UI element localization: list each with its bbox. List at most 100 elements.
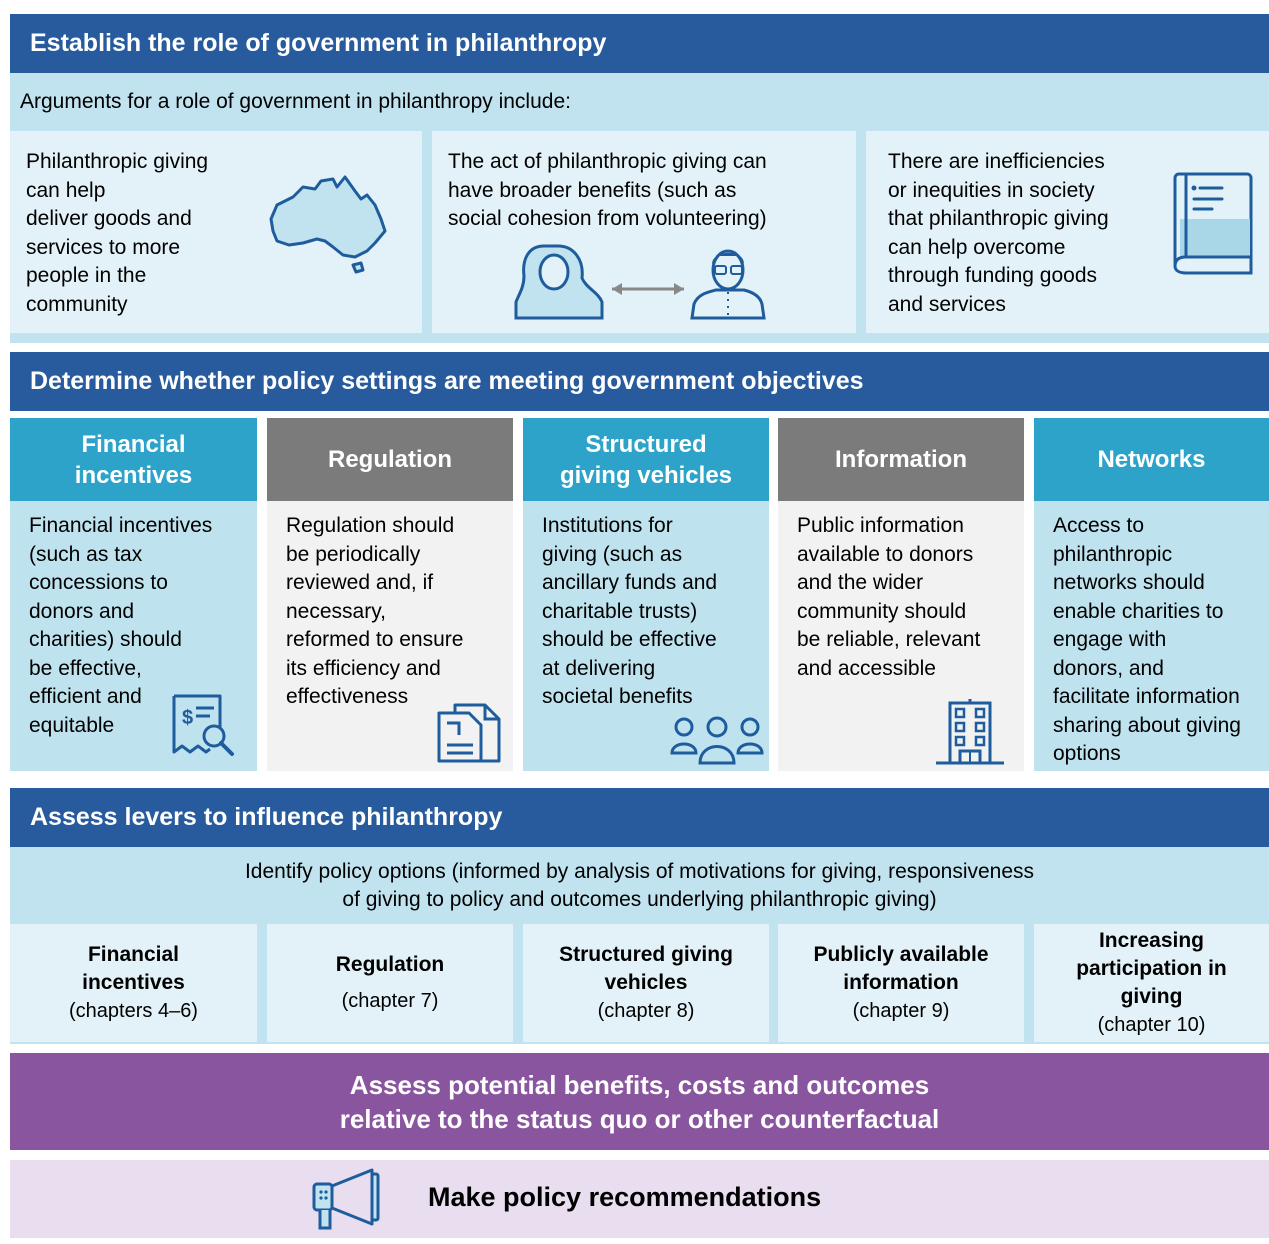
text-line: charities) should xyxy=(29,628,182,651)
recommendations-band: Make policy recommendations xyxy=(10,1160,1269,1238)
argument-card-text: The act of philanthropic giving can have… xyxy=(448,148,767,234)
argument-card-inefficiencies: There are inefficiencies or inequities i… xyxy=(866,131,1269,333)
megaphone-icon xyxy=(312,1168,380,1230)
column-body-structured-giving-vehicles: Institutions for giving (such as ancilla… xyxy=(523,501,769,771)
text-line: Regulation should xyxy=(286,514,455,537)
lever-title-line: Financial xyxy=(87,943,180,966)
assess-line: Assess potential benefits, costs and out… xyxy=(349,1069,930,1100)
column-body-text: Public information available to donors a… xyxy=(797,512,980,683)
text-line: can help xyxy=(26,178,106,202)
section1-header: Establish the role of government in phil… xyxy=(10,14,1269,73)
header-line: Information xyxy=(835,446,967,473)
column-body-text: Institutions for giving (such as ancilla… xyxy=(542,512,717,712)
argument-card-text: Philanthropic giving can help deliver go… xyxy=(26,148,208,319)
group-icon xyxy=(670,716,764,765)
text-line: The act of philanthropic giving can xyxy=(448,150,767,173)
svg-text:$: $ xyxy=(182,707,193,729)
column-body-financial-incentives: Financial incentives (such as tax conces… xyxy=(10,501,257,771)
column-header-regulation: Regulation xyxy=(267,418,513,501)
lever-regulation: Regulation (chapter 7) xyxy=(267,924,513,1042)
header-line: Regulation xyxy=(328,446,452,473)
lever-chapter: (chapter 9) xyxy=(852,1000,950,1022)
lever-title-line: incentives xyxy=(82,971,185,994)
text-line: facilitate information xyxy=(1053,685,1240,708)
text-line: services to more xyxy=(26,235,181,259)
lever-title-line: information xyxy=(843,971,959,994)
lever-chapter: (chapter 10) xyxy=(1097,1014,1206,1036)
text-line: (such as tax xyxy=(29,542,143,566)
argument-card-broader-benefits: The act of philanthropic giving can have… xyxy=(432,131,856,333)
text-line: Identify policy options (informed by ana… xyxy=(244,860,1035,883)
section3-intro-band: Identify policy options (informed by ana… xyxy=(10,847,1269,924)
text-line: community should xyxy=(797,599,967,623)
header-line: Financial xyxy=(81,430,186,458)
lever-publicly-available-information: Publicly available information (chapter … xyxy=(778,924,1024,1042)
lever-increasing-participation: Increasing participation in giving (chap… xyxy=(1034,924,1269,1042)
lever-chapter: (chapter 7) xyxy=(341,990,439,1012)
lever-title-line: Regulation xyxy=(335,953,445,976)
column-header-text: Financial incentives xyxy=(75,429,192,491)
text-line: and services xyxy=(888,292,1006,316)
text-line: donors and xyxy=(29,599,135,623)
text-line: through funding goods xyxy=(888,264,1098,287)
column-header-structured-giving-vehicles: Structured giving vehicles xyxy=(523,418,769,501)
column-header-text: Regulation xyxy=(328,444,452,475)
header-line: incentives xyxy=(74,461,193,489)
text-line: its efficiency and xyxy=(286,656,441,680)
lever-title-line: Publicly available xyxy=(813,943,989,966)
column-body-regulation: Regulation should be periodically review… xyxy=(267,501,513,771)
column-body-text: Regulation should be periodically review… xyxy=(286,512,463,712)
text-line: efficient and xyxy=(29,685,142,708)
text-line: There are inefficiencies xyxy=(888,150,1105,173)
lever-title-line: giving xyxy=(1120,985,1183,1008)
people-exchange-icon xyxy=(514,244,766,320)
text-line: Public information xyxy=(797,514,964,537)
column-header-text: Networks xyxy=(1097,444,1205,475)
lever-title-line: Structured giving xyxy=(559,943,733,966)
australia-map-icon xyxy=(269,175,387,274)
text-line: that philanthropic giving xyxy=(888,207,1109,230)
assess-outcomes-band: Assess potential benefits, costs and out… xyxy=(10,1053,1269,1150)
text-line: people in the xyxy=(26,264,147,287)
text-line: giving (such as xyxy=(542,542,683,566)
column-header-information: Information xyxy=(778,418,1024,501)
text-line: networks should xyxy=(1053,571,1205,594)
text-line: or inequities in society xyxy=(888,178,1095,202)
assess-line: relative to the status quo or other coun… xyxy=(339,1103,940,1134)
column-header-text: Information xyxy=(835,444,967,475)
text-line: engage with xyxy=(1053,628,1167,651)
receipt-search-icon: $ xyxy=(172,694,234,756)
text-line: reviewed and, if xyxy=(286,571,434,594)
text-line: necessary, xyxy=(286,599,386,623)
book-icon xyxy=(1173,172,1253,275)
text-line: deliver goods and xyxy=(26,207,192,230)
text-line: should be effective xyxy=(542,628,717,651)
text-line: enable charities to xyxy=(1053,599,1224,623)
text-line: ancillary funds and xyxy=(542,571,718,594)
section3-intro: Identify policy options (informed by ana… xyxy=(10,858,1269,914)
argument-card-text: There are inefficiencies or inequities i… xyxy=(888,148,1109,319)
column-header-text: Structured giving vehicles xyxy=(560,429,732,491)
column-body-text: Access to philanthropic networks should … xyxy=(1053,512,1241,769)
text-line: philanthropic xyxy=(1053,542,1173,566)
text-line: at delivering xyxy=(542,656,656,680)
lever-title-line: Increasing xyxy=(1098,929,1205,952)
text-line: be reliable, relevant xyxy=(797,628,981,651)
header-line: giving vehicles xyxy=(559,461,733,489)
recommendations-label: Make policy recommendations xyxy=(428,1182,822,1212)
text-line: be periodically xyxy=(286,542,421,566)
header-line: Structured xyxy=(585,430,707,458)
column-body-information: Public information available to donors a… xyxy=(778,501,1024,771)
text-line: options xyxy=(1053,742,1121,765)
text-line: be effective, xyxy=(29,656,142,680)
section3-title: Assess levers to influence philanthropy xyxy=(30,803,503,831)
lever-title-line: vehicles xyxy=(604,971,688,994)
section1-intro: Arguments for a role of government in ph… xyxy=(20,90,571,113)
argument-card-goods-services: Philanthropic giving can help deliver go… xyxy=(10,131,422,333)
text-line: of giving to policy and outcomes underly… xyxy=(342,888,937,911)
lever-chapter: (chapters 4–6) xyxy=(69,1000,198,1022)
column-header-networks: Networks xyxy=(1034,418,1269,501)
text-line: and accessible xyxy=(797,656,936,680)
text-line: Philanthropic giving xyxy=(26,150,209,173)
text-line: concessions to xyxy=(29,571,168,594)
